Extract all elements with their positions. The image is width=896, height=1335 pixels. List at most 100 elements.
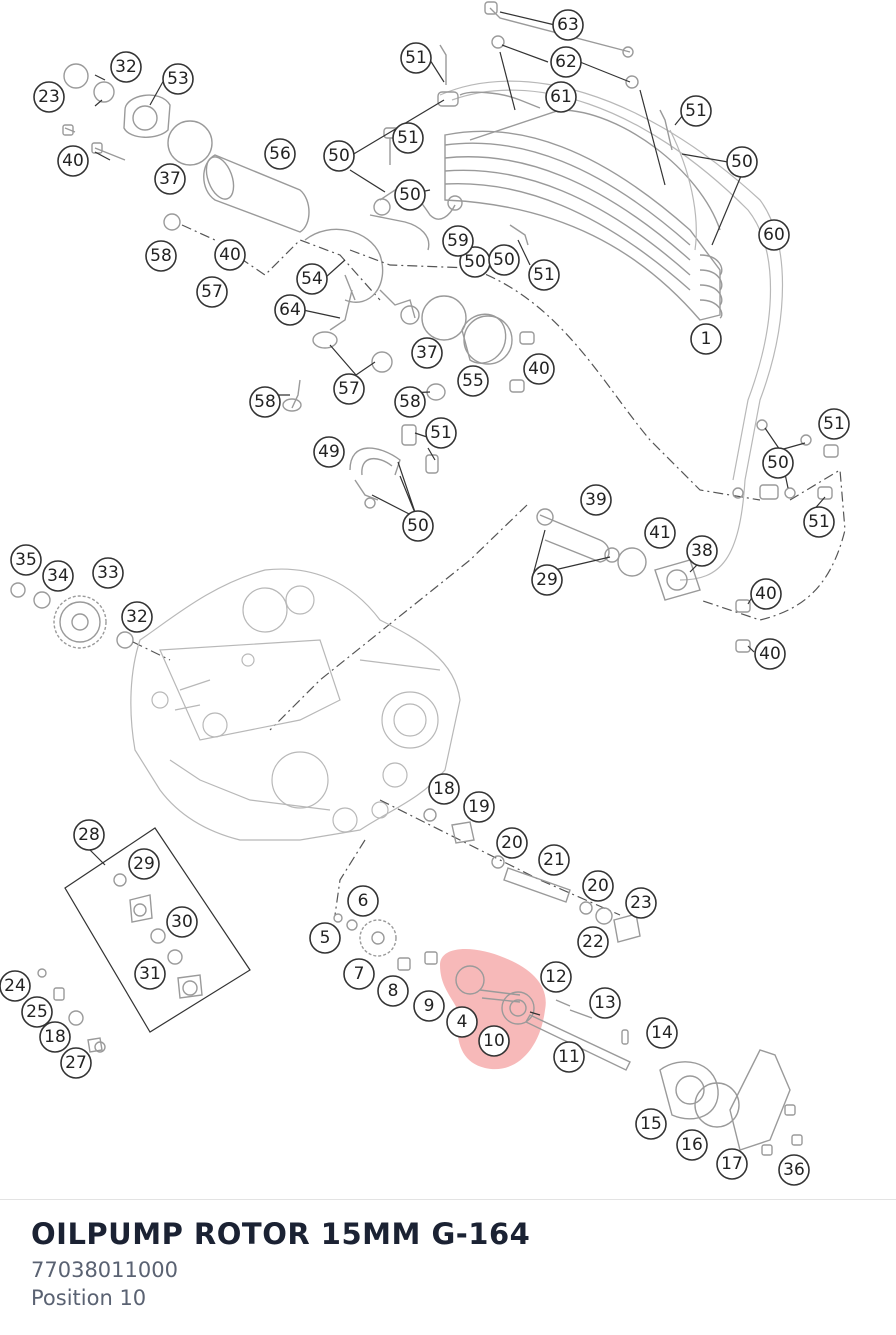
- callout-number: 13: [594, 993, 616, 1013]
- callout-number: 15: [640, 1114, 662, 1134]
- callout-16[interactable]: 16: [676, 1129, 708, 1161]
- callout-51[interactable]: 51: [425, 417, 457, 449]
- callout-number: 5: [320, 928, 331, 948]
- callout-22[interactable]: 22: [577, 926, 609, 958]
- callout-53[interactable]: 53: [162, 63, 194, 95]
- callout-54[interactable]: 54: [296, 263, 328, 295]
- callout-50[interactable]: 50: [459, 246, 491, 278]
- callout-37[interactable]: 37: [411, 337, 443, 369]
- callout-6[interactable]: 6: [347, 885, 379, 917]
- callout-51[interactable]: 51: [818, 408, 850, 440]
- callout-32[interactable]: 32: [121, 601, 153, 633]
- callout-32[interactable]: 32: [110, 51, 142, 83]
- callout-14[interactable]: 14: [646, 1017, 678, 1049]
- callout-23[interactable]: 23: [33, 81, 65, 113]
- callout-40[interactable]: 40: [57, 145, 89, 177]
- callout-49[interactable]: 49: [313, 436, 345, 468]
- callout-1[interactable]: 1: [690, 323, 722, 355]
- callout-number: 39: [585, 490, 607, 510]
- callout-5[interactable]: 5: [309, 922, 341, 954]
- part-number: 77038011000: [31, 1258, 178, 1282]
- callout-number: 8: [388, 981, 399, 1001]
- callout-circle: [145, 240, 177, 272]
- callout-50[interactable]: 50: [323, 140, 355, 172]
- callout-57[interactable]: 57: [196, 276, 228, 308]
- callout-27[interactable]: 27: [60, 1047, 92, 1079]
- callout-18[interactable]: 18: [428, 773, 460, 805]
- callout-50[interactable]: 50: [402, 510, 434, 542]
- callout-58[interactable]: 58: [394, 386, 426, 418]
- callout-50[interactable]: 50: [726, 146, 758, 178]
- callout-58[interactable]: 58: [249, 386, 281, 418]
- callout-circle: [73, 819, 105, 851]
- callout-39[interactable]: 39: [580, 484, 612, 516]
- callout-18[interactable]: 18: [39, 1021, 71, 1053]
- callout-56[interactable]: 56: [264, 138, 296, 170]
- callout-61[interactable]: 61: [545, 81, 577, 113]
- callout-7[interactable]: 7: [343, 958, 375, 990]
- callout-21[interactable]: 21: [538, 844, 570, 876]
- callout-37[interactable]: 37: [154, 163, 186, 195]
- callout-11[interactable]: 11: [553, 1041, 585, 1073]
- callout-28[interactable]: 28: [73, 819, 105, 851]
- callout-20[interactable]: 20: [496, 827, 528, 859]
- callout-35[interactable]: 35: [10, 544, 42, 576]
- callout-50[interactable]: 50: [394, 179, 426, 211]
- callout-38[interactable]: 38: [686, 535, 718, 567]
- callout-20[interactable]: 20: [582, 870, 614, 902]
- callout-51[interactable]: 51: [803, 506, 835, 538]
- callout-4[interactable]: 4: [446, 1006, 478, 1038]
- callout-58[interactable]: 58: [145, 240, 177, 272]
- callout-number: 21: [543, 850, 565, 870]
- callout-circle: [758, 219, 790, 251]
- callout-36[interactable]: 36: [778, 1154, 810, 1186]
- callout-9[interactable]: 9: [413, 990, 445, 1022]
- callout-29[interactable]: 29: [128, 848, 160, 880]
- callout-62[interactable]: 62: [550, 46, 582, 78]
- callout-40[interactable]: 40: [750, 578, 782, 610]
- callout-17[interactable]: 17: [716, 1148, 748, 1180]
- callout-number: 49: [318, 442, 340, 462]
- callout-50[interactable]: 50: [488, 244, 520, 276]
- callout-number: 60: [763, 225, 785, 245]
- callout-51[interactable]: 51: [392, 122, 424, 154]
- callout-circle: [716, 1148, 748, 1180]
- callout-number: 40: [219, 245, 241, 265]
- callout-25[interactable]: 25: [21, 996, 53, 1028]
- callout-40[interactable]: 40: [523, 353, 555, 385]
- callout-50[interactable]: 50: [762, 447, 794, 479]
- callout-30[interactable]: 30: [166, 906, 198, 938]
- callout-circle: [333, 373, 365, 405]
- callout-29[interactable]: 29: [531, 564, 563, 596]
- callout-51[interactable]: 51: [528, 259, 560, 291]
- callout-number: 40: [755, 584, 777, 604]
- callout-40[interactable]: 40: [214, 239, 246, 271]
- callout-12[interactable]: 12: [540, 961, 572, 993]
- callout-57[interactable]: 57: [333, 373, 365, 405]
- callout-19[interactable]: 19: [463, 791, 495, 823]
- callout-55[interactable]: 55: [457, 365, 489, 397]
- callout-41[interactable]: 41: [644, 517, 676, 549]
- callout-number: 32: [126, 607, 148, 627]
- callout-51[interactable]: 51: [400, 42, 432, 74]
- callout-34[interactable]: 34: [42, 560, 74, 592]
- callout-8[interactable]: 8: [377, 975, 409, 1007]
- callout-51[interactable]: 51: [680, 95, 712, 127]
- callout-15[interactable]: 15: [635, 1108, 667, 1140]
- callout-40[interactable]: 40: [754, 638, 786, 670]
- callout-number: 56: [269, 144, 291, 164]
- callout-number: 31: [139, 964, 161, 984]
- callout-circle: [196, 276, 228, 308]
- callout-60[interactable]: 60: [758, 219, 790, 251]
- callout-10[interactable]: 10: [478, 1025, 510, 1057]
- callout-23[interactable]: 23: [625, 887, 657, 919]
- callout-24[interactable]: 24: [0, 970, 31, 1002]
- callout-circle: [400, 42, 432, 74]
- callout-33[interactable]: 33: [92, 557, 124, 589]
- callout-13[interactable]: 13: [589, 987, 621, 1019]
- callout-63[interactable]: 63: [552, 9, 584, 41]
- kit-28-frame: [64, 827, 251, 1033]
- callout-31[interactable]: 31: [134, 958, 166, 990]
- callout-64[interactable]: 64: [274, 294, 306, 326]
- callout-59[interactable]: 59: [442, 225, 474, 257]
